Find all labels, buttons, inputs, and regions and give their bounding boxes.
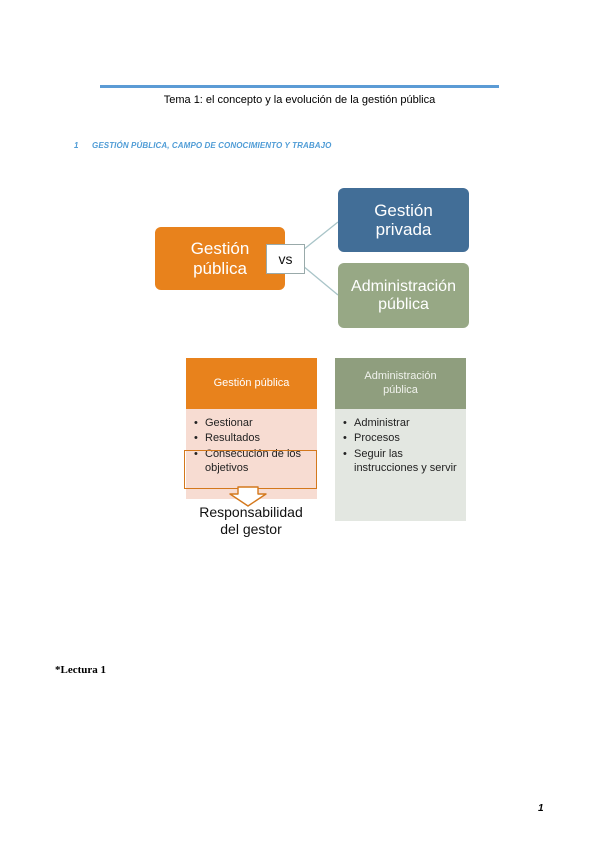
comparison-right-header-line2: pública bbox=[383, 383, 418, 396]
gestion-privada-line1: Gestión bbox=[374, 200, 433, 220]
responsabilidad-label: Responsabilidad del gestor bbox=[186, 504, 316, 538]
comparison-right-header: Administración pública bbox=[335, 358, 466, 409]
section-heading: 1 GESTIÓN PÚBLICA, CAMPO DE CONOCIMIENTO … bbox=[74, 141, 332, 150]
list-item: Administrar bbox=[343, 416, 466, 431]
footnote-lectura: *Lectura 1 bbox=[55, 664, 107, 676]
page-header-title: Tema 1: el concepto y la evolución de la… bbox=[163, 94, 436, 106]
page-number: 1 bbox=[538, 803, 544, 814]
objectives-highlight-frame bbox=[184, 450, 317, 489]
gestion-publica-line1: Gestión bbox=[190, 239, 250, 259]
administracion-publica-line2: pública bbox=[378, 295, 429, 313]
responsabilidad-line2: del gestor bbox=[220, 520, 282, 537]
comparison-left-header: Gestión pública bbox=[186, 358, 317, 409]
gestion-privada-line2: privada bbox=[375, 220, 432, 239]
section-title: GESTIÓN PÚBLICA, CAMPO DE CONOCIMIENTO Y… bbox=[92, 141, 332, 150]
gestion-publica-line2: pública bbox=[193, 258, 247, 278]
administracion-publica-line1: Administración bbox=[351, 277, 456, 295]
list-item: Resultados bbox=[194, 431, 317, 446]
administracion-publica-box: Administración pública bbox=[338, 263, 469, 328]
vs-label: vs bbox=[266, 244, 305, 274]
list-item: Procesos bbox=[343, 431, 466, 446]
gestion-publica-box: Gestión pública bbox=[155, 227, 285, 290]
section-number: 1 bbox=[74, 141, 79, 150]
comparison-right-header-line1: Administración bbox=[364, 370, 437, 383]
list-item: Gestionar bbox=[194, 416, 317, 431]
gestion-privada-box: Gestión privada bbox=[338, 188, 469, 252]
connector-bottom bbox=[302, 265, 339, 296]
responsabilidad-line1: Responsabilidad bbox=[199, 504, 303, 520]
comparison-right-list: Administrar Procesos Seguir las instrucc… bbox=[335, 409, 466, 475]
comparison-right-body: Administrar Procesos Seguir las instrucc… bbox=[335, 409, 466, 521]
connector-top bbox=[302, 221, 339, 251]
header-rule bbox=[100, 85, 499, 88]
list-item: Seguir las instrucciones y servir bbox=[343, 447, 466, 476]
